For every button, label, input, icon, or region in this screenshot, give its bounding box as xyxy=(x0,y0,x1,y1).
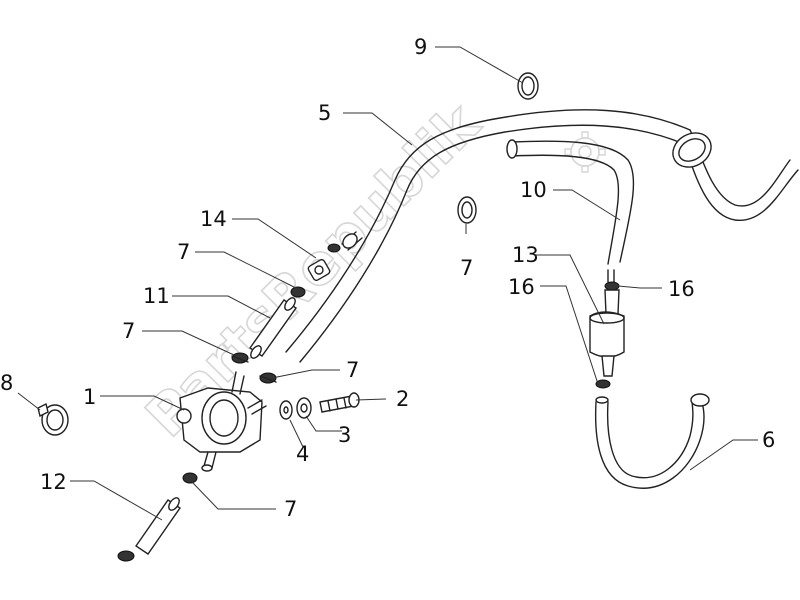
clamp-7-middle xyxy=(457,196,477,224)
hose-6 xyxy=(594,393,710,489)
leader-lines xyxy=(17,46,758,521)
callout-10: 10 xyxy=(520,178,547,202)
callout-16-right: 16 xyxy=(668,277,695,301)
callout-8: 8 xyxy=(0,371,13,395)
callout-14: 14 xyxy=(200,207,227,231)
clamp-7-upper xyxy=(290,286,306,298)
pipe-12 xyxy=(117,497,181,562)
callout-2: 2 xyxy=(396,387,409,411)
clamp-7-bottom xyxy=(182,472,198,484)
callout-7-left: 7 xyxy=(122,319,135,343)
callout-7-middle: 7 xyxy=(460,256,473,280)
callout-16-left: 16 xyxy=(508,275,535,299)
washer-3 xyxy=(296,397,312,419)
clamp-8 xyxy=(37,402,69,436)
callout-12: 12 xyxy=(40,470,67,494)
callout-7-bottom: 7 xyxy=(284,497,297,521)
fuel-pump-1 xyxy=(176,371,267,472)
hose-end-small xyxy=(327,231,363,253)
callout-3: 3 xyxy=(338,423,351,447)
clamp-7-left xyxy=(231,352,249,364)
clamp-9 xyxy=(517,72,539,100)
callout-11: 11 xyxy=(143,284,170,308)
pipe-11 xyxy=(249,297,297,359)
callout-4: 4 xyxy=(296,442,309,466)
callout-13: 13 xyxy=(512,243,539,267)
bolt-2 xyxy=(319,392,360,413)
washer-4 xyxy=(279,400,293,420)
callout-7-upper: 7 xyxy=(177,240,190,264)
fuel-filter-13 xyxy=(589,269,625,389)
callout-5: 5 xyxy=(318,101,331,125)
clamp-7-right xyxy=(259,372,277,384)
callout-1: 1 xyxy=(83,385,96,409)
gear-icon xyxy=(564,131,606,173)
clamp-hose-end xyxy=(672,132,712,168)
callout-6: 6 xyxy=(762,428,775,452)
callout-7-right: 7 xyxy=(346,358,359,382)
callout-9: 9 xyxy=(414,35,427,59)
connector-14 xyxy=(307,258,331,282)
callout-labels: 9 5 10 14 7 7 11 13 16 16 7 7 8 1 2 3 4 … xyxy=(0,35,775,521)
hose-10 xyxy=(506,139,635,265)
